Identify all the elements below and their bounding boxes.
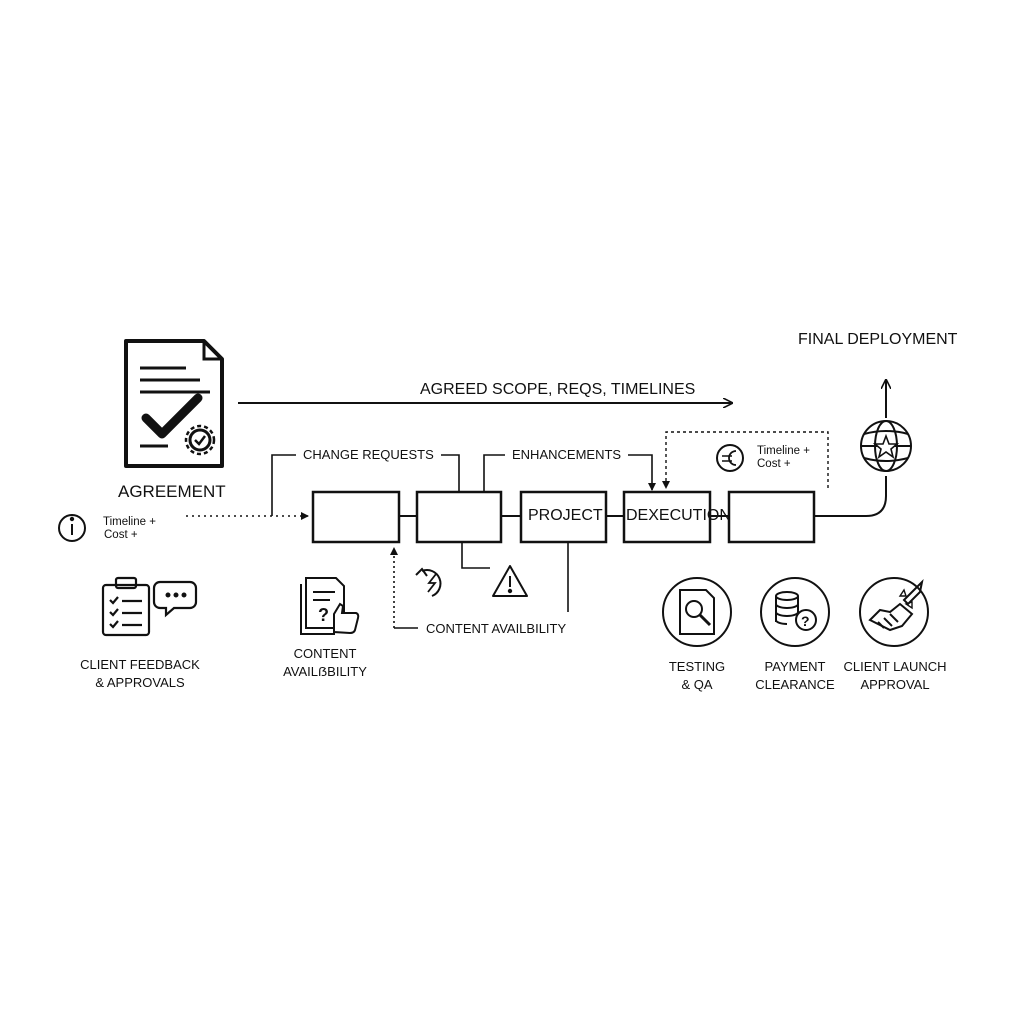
euro-note: Timeline + Cost + [757, 445, 810, 471]
change-requests-branch [271, 454, 296, 516]
info-note-line2: Cost + [104, 529, 138, 541]
box4-label: DEXECUTION [626, 507, 731, 524]
change-requests-right [441, 454, 460, 492]
change-requests-label: CHANGE REQUESTS [303, 447, 434, 462]
enhancements-right [628, 454, 656, 491]
document-thumbs-up-icon: ? [300, 577, 360, 635]
svg-text:?: ? [801, 613, 810, 629]
clipboard-chat-icon [101, 576, 198, 637]
contract-check-icon [124, 339, 224, 468]
box3-label: PROJECT [528, 507, 603, 524]
process-box-1 [311, 490, 401, 544]
euro-note-line2: Cost + [757, 458, 791, 470]
enhancements-label: ENHANCEMENTS [512, 447, 622, 462]
refresh-bolt-icon [415, 567, 442, 597]
handshake-rocket-icon [859, 577, 929, 647]
enhancements-branch [483, 454, 505, 492]
svg-text:?: ? [318, 605, 329, 625]
euro-icon [716, 444, 744, 472]
info-note: Timeline + Cost + [103, 516, 156, 542]
scope-arrow-label: AGREED SCOPE, REQS, TIMELINES [420, 381, 696, 398]
info-note-line1: Timeline + [103, 516, 156, 528]
info-icon [58, 514, 86, 542]
magnifier-document-icon [662, 577, 732, 647]
diagram-title: FINAL DEPLOYMENT [798, 331, 958, 348]
coins-question-icon: ? [760, 577, 830, 647]
warning-connector [461, 542, 490, 569]
dashed-feedback-loop [662, 431, 829, 489]
process-box-5 [727, 490, 816, 544]
process-box-2 [415, 490, 503, 544]
client-launch-approval-label: CLIENT LAUNCH APPROVAL [843, 659, 947, 692]
deploy-path [814, 476, 887, 517]
agreement-label: AGREEMENT [118, 482, 226, 501]
content-availability-item-label: CONTENT AVAILẞBILITY [283, 646, 367, 679]
euro-note-line1: Timeline + [757, 445, 810, 457]
content-availability-label: CONTENT AVAILBILITY [426, 621, 567, 636]
payment-clearance-label: PAYMENT CLEARANCE [755, 659, 835, 692]
testing-qa-label: TESTING & QA [668, 659, 726, 692]
warning-icon [492, 565, 528, 597]
client-feedback-label: CLIENT FEEDBACK & APPROVALS [80, 657, 200, 690]
globe-star-icon [860, 420, 912, 472]
